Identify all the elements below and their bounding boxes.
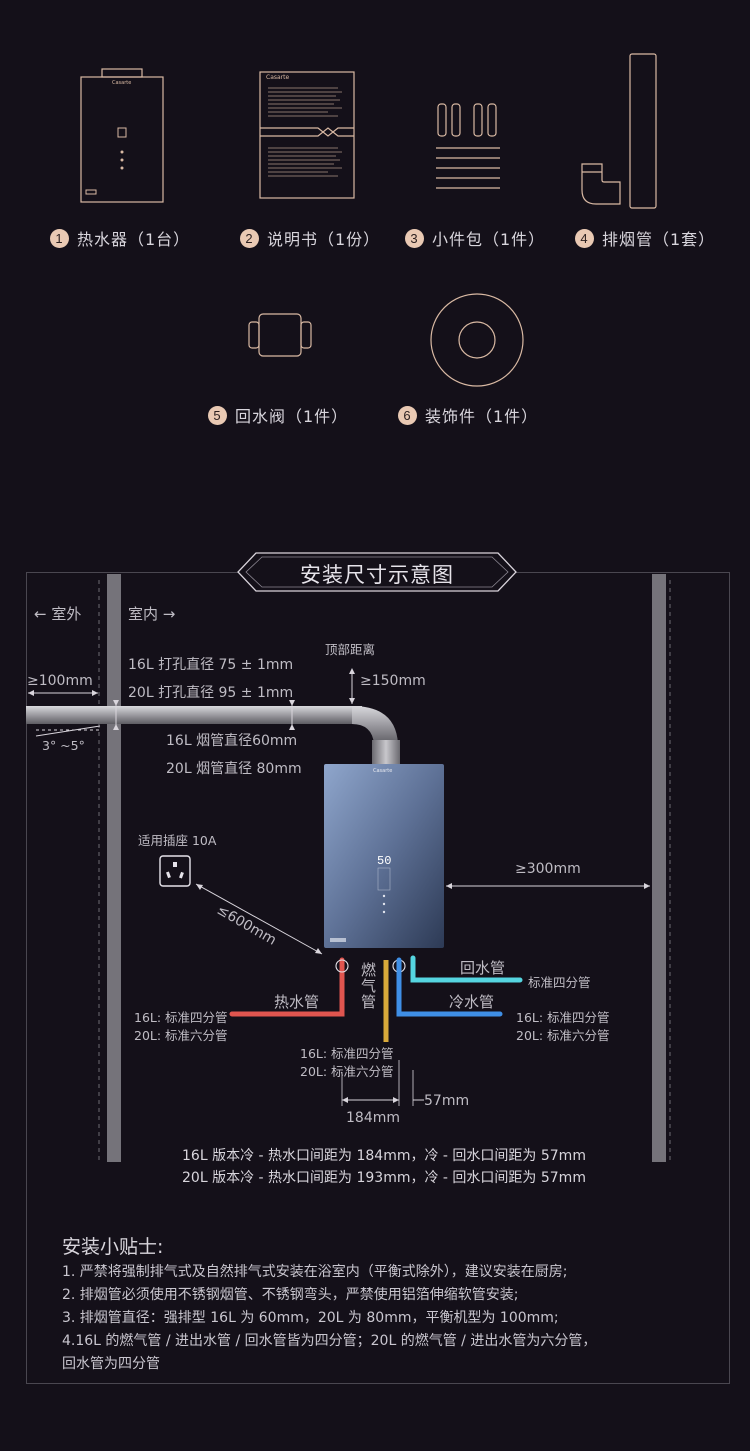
item-number: 3: [405, 228, 424, 248]
indoor-label: 室内 →: [128, 605, 176, 623]
cold-pipe-spec-16l: 16L: 标准四分管: [516, 1010, 610, 1025]
socket-label: 适用插座 10A: [138, 833, 217, 848]
cold-hot-distance: 184mm: [346, 1110, 400, 1126]
flue-pipe-icon: [581, 53, 657, 209]
hole-diameter-16l: 16L 打孔直径 75 ± 1mm: [128, 657, 294, 673]
hot-pipe-label: 热水管: [274, 993, 320, 1011]
return-valve-icon: [248, 313, 312, 357]
tip-line: 2. 排烟管必须使用不锈钢烟管、不锈钢弯头，严禁使用铝箔伸缩软管安装;: [62, 1287, 519, 1303]
item-label-parts: 3 小件包（1件）: [405, 226, 545, 250]
outside-gap-value: ≥100mm: [27, 673, 93, 689]
item-number: 1: [50, 228, 69, 248]
item-text: 排烟管（1套）: [602, 230, 716, 249]
hot-pipe-spec-20l: 20L: 标准六分管: [134, 1028, 228, 1043]
item-number: 2: [240, 228, 259, 248]
gas-pipe-spec-16l: 16L: 标准四分管: [300, 1046, 394, 1061]
item-text: 热水器（1台）: [77, 230, 191, 249]
item-number: 5: [208, 405, 227, 425]
diagram-heater-brand: Casarte: [373, 768, 393, 774]
flue-diameter-20l: 20L 烟管直径 80mm: [166, 761, 302, 777]
hole-diameter-20l: 20L 打孔直径 95 ± 1mm: [128, 685, 294, 701]
tip-line: 回水管为四分管: [62, 1356, 160, 1372]
side-gap-value: ≥300mm: [515, 861, 581, 877]
slope-label: 3° ~5°: [42, 738, 85, 753]
parts-pack-icon: [436, 103, 500, 189]
outdoor-label: ← 室外: [34, 605, 82, 623]
diagram-heater-display: 50: [377, 854, 392, 868]
heater-brand: Casarte: [112, 80, 132, 86]
gas-pipe-label: 燃气管: [361, 961, 377, 1011]
top-distance-label: 顶部距离: [325, 642, 376, 657]
item-text: 回水阀（1件）: [235, 407, 349, 426]
item-text: 装饰件（1件）: [425, 407, 539, 426]
tips-title: 安装小贴士:: [62, 1236, 164, 1258]
tip-line: 1. 严禁将强制排气式及自然排气式安装在浴室内（平衡式除外），建议安装在厨房;: [62, 1264, 568, 1280]
cold-pipe-label: 冷水管: [449, 993, 495, 1011]
cold-pipe-spec-20l: 20L: 标准六分管: [516, 1028, 610, 1043]
item-number: 6: [398, 405, 417, 425]
return-pipe-label: 回水管: [460, 959, 506, 977]
far-wall: [652, 574, 666, 1162]
return-pipe-spec: 标准四分管: [528, 975, 591, 990]
item-text: 说明书（1份）: [267, 230, 381, 249]
gas-pipe-spec-20l: 20L: 标准六分管: [300, 1064, 394, 1079]
spacing-note-20l: 20L 版本冷 - 热水口间距为 193mm，冷 - 回水口间距为 57mm: [182, 1170, 586, 1186]
decoration-ring-icon: [430, 293, 524, 387]
top-gap-value: ≥150mm: [360, 673, 426, 689]
manual-brand: Casarte: [266, 74, 290, 81]
manual-outline-icon: [259, 71, 355, 199]
item-label-flue: 4 排烟管（1套）: [575, 226, 715, 250]
hot-pipe-spec-16l: 16L: 标准四分管: [134, 1010, 228, 1025]
flue-diameter-16l: 16L 烟管直径60mm: [166, 733, 298, 749]
cold-return-distance: 57mm: [424, 1093, 470, 1109]
spacing-note-16l: 16L 版本冷 - 热水口间距为 184mm，冷 - 回水口间距为 57mm: [182, 1148, 586, 1164]
item-label-heater: 1 热水器（1台）: [50, 226, 190, 250]
item-label-decoration: 6 装饰件（1件）: [398, 403, 538, 427]
tip-line: 4.16L 的燃气管 / 进出水管 / 回水管皆为四分管；20L 的燃气管 / …: [62, 1333, 597, 1349]
diagram-title-banner: [237, 552, 517, 592]
item-number: 4: [575, 228, 594, 248]
item-label-valve: 5 回水阀（1件）: [208, 403, 348, 427]
item-text: 小件包（1件）: [432, 230, 546, 249]
heater-outline-icon: [80, 68, 164, 203]
diagram-title: 安装尺寸示意图: [300, 563, 454, 587]
tip-line: 3. 排烟管直径：强排型 16L 为 60mm，20L 为 80mm，平衡机型为…: [62, 1310, 559, 1326]
item-label-manual: 2 说明书（1份）: [240, 226, 380, 250]
